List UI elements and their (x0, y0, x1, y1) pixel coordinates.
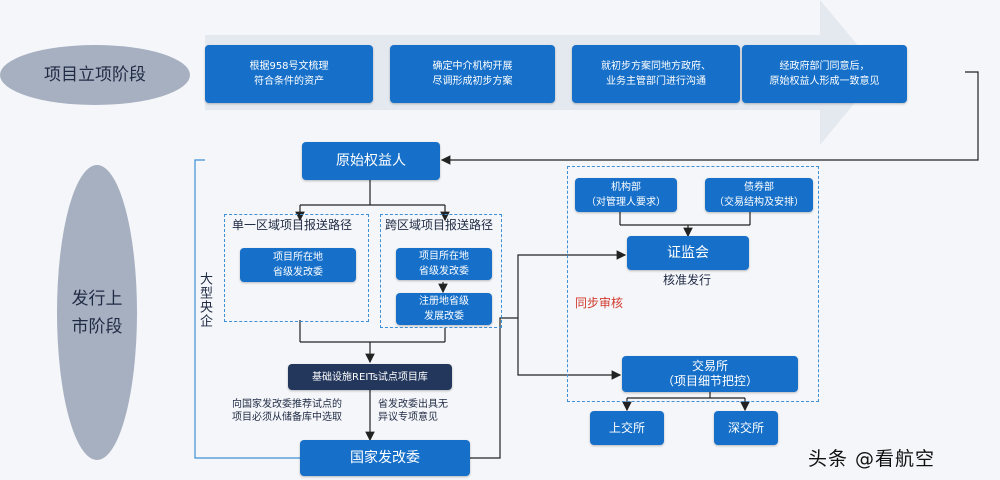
watermark: 头条 @看航空 (808, 448, 936, 470)
note-no-objection-opinion: 省发改委出具无 异议专项意见 (378, 399, 448, 423)
registered-ndrc-box: 注册地省级 发展改委 (396, 293, 492, 325)
phase1-step-3: 就初步方案同地方政府、 业务主管部门进行沟通 (572, 45, 740, 103)
large-soe-label: 大型央企 (197, 272, 212, 328)
csrc-dept-bond: 债券部 （交易结构及安排） (705, 178, 813, 212)
phase1-step-1: 根据958号文梳理 符合条件的资产 (205, 45, 373, 103)
local-ndrc-box: 项目所在地 省级发改委 (240, 248, 356, 282)
review-region-group (567, 166, 819, 402)
single-region-path-label: 单一区域项目报送路径 (232, 218, 353, 232)
cross-region-path-label: 跨区域项目报送路径 (385, 218, 494, 232)
szse-box: 深交所 (714, 411, 778, 445)
stage-issuance-listing: 发行上 市阶段 (57, 165, 137, 460)
reit-library-box: 基础设施REITs试点项目库 (288, 364, 452, 390)
sync-review-label: 同步审核 (575, 296, 624, 310)
stage-project-initiation: 项目立项阶段 (0, 45, 190, 105)
single-region-group (224, 214, 369, 322)
csrc-box: 证监会 (627, 236, 749, 270)
national-ndrc-box: 国家发改委 (300, 440, 470, 476)
phase1-step-4: 经政府部门同意后， 原始权益人形成一致意见 (742, 45, 907, 103)
cross-local-ndrc-box: 项目所在地 省级发改委 (396, 248, 492, 280)
originator-box: 原始权益人 (302, 142, 440, 180)
note-recommend-from-library: 向国家发改委推荐试点的 项目必须从储备库中选取 (232, 399, 342, 423)
approval-label: 核准发行 (663, 273, 712, 287)
exchange-box: 交易所 （项目细节把控） (622, 356, 798, 392)
sse-box: 上交所 (590, 411, 664, 445)
phase1-step-2: 确定中介机构开展 尽调形成初步方案 (390, 45, 555, 103)
cross-region-group (380, 214, 502, 328)
csrc-dept-institution: 机构部 （对管理人要求） (575, 178, 677, 212)
